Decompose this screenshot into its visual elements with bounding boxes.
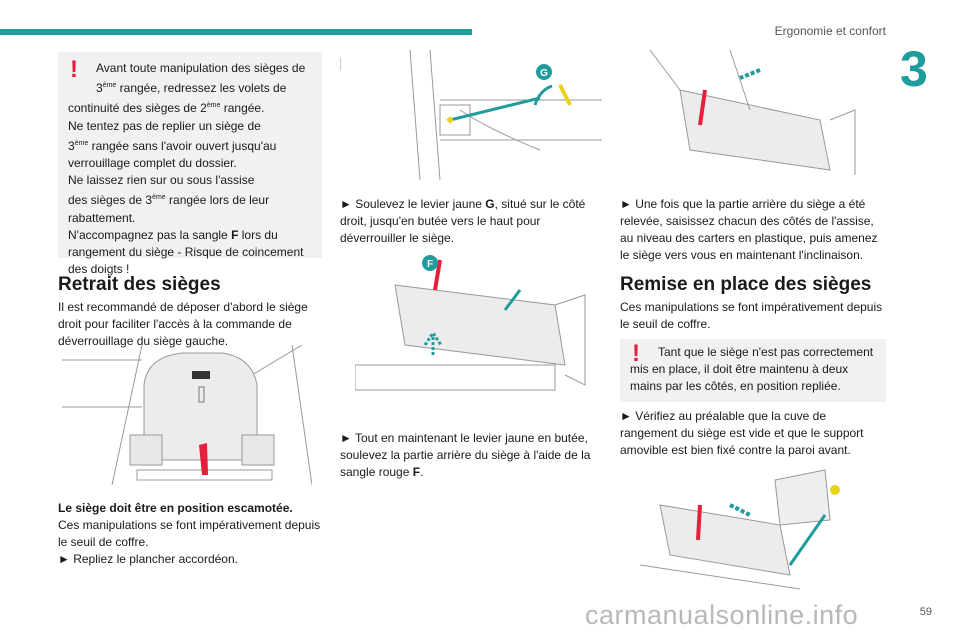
- section-heading-remise: Remise en place des sièges: [620, 274, 872, 295]
- warning-box: ! Avant toute manipulation des sièges de…: [58, 52, 322, 276]
- watermark: carmanualsonline.info: [585, 600, 859, 630]
- page-number: 59: [919, 606, 932, 618]
- step-text: ► Repliez le plancher accordéon.: [58, 552, 238, 566]
- reinstall-seat-illustration: [640, 469, 840, 590]
- step-lift-rear: ► Tout en maintenant le levier jaune en …: [340, 431, 591, 479]
- bold-note: Le siège doit être en position escamotée…: [58, 501, 293, 515]
- intro-text: Il est recommandé de déposer d'abord le …: [58, 300, 308, 348]
- chapter-accent-bar: [0, 29, 472, 35]
- warning-box: ! Tant que le siège n'est pas correcteme…: [620, 339, 886, 402]
- warning-icon: !: [70, 56, 78, 83]
- section-heading: Retrait des sièges: [58, 274, 221, 295]
- svg-text:F: F: [427, 259, 433, 270]
- warning-icon: !: [632, 340, 640, 367]
- chapter-title: Ergonomie et confort: [774, 24, 886, 38]
- step-pull-seat: ► Une fois que la partie arrière du sièg…: [620, 197, 878, 262]
- chapter-number: 3: [900, 41, 928, 97]
- svg-text:G: G: [540, 68, 548, 79]
- body-text: Ces manipulations se font impérativement…: [58, 518, 321, 549]
- step-check-tank: ► Vérifiez au préalable que la cuve de r…: [620, 408, 864, 457]
- body-text: Ces manipulations se font impérativement…: [620, 300, 883, 331]
- pull-seat-illustration: [649, 50, 856, 175]
- strap-f-illustration: F: [355, 255, 586, 391]
- lever-g-illustration: G: [340, 50, 602, 180]
- seat-folded-illustration: [62, 345, 312, 485]
- step-lift-lever: ► Soulevez le levier jaune G, situé sur …: [340, 197, 586, 245]
- left-column: ! Avant toute manipulation des sièges de…: [58, 52, 322, 568]
